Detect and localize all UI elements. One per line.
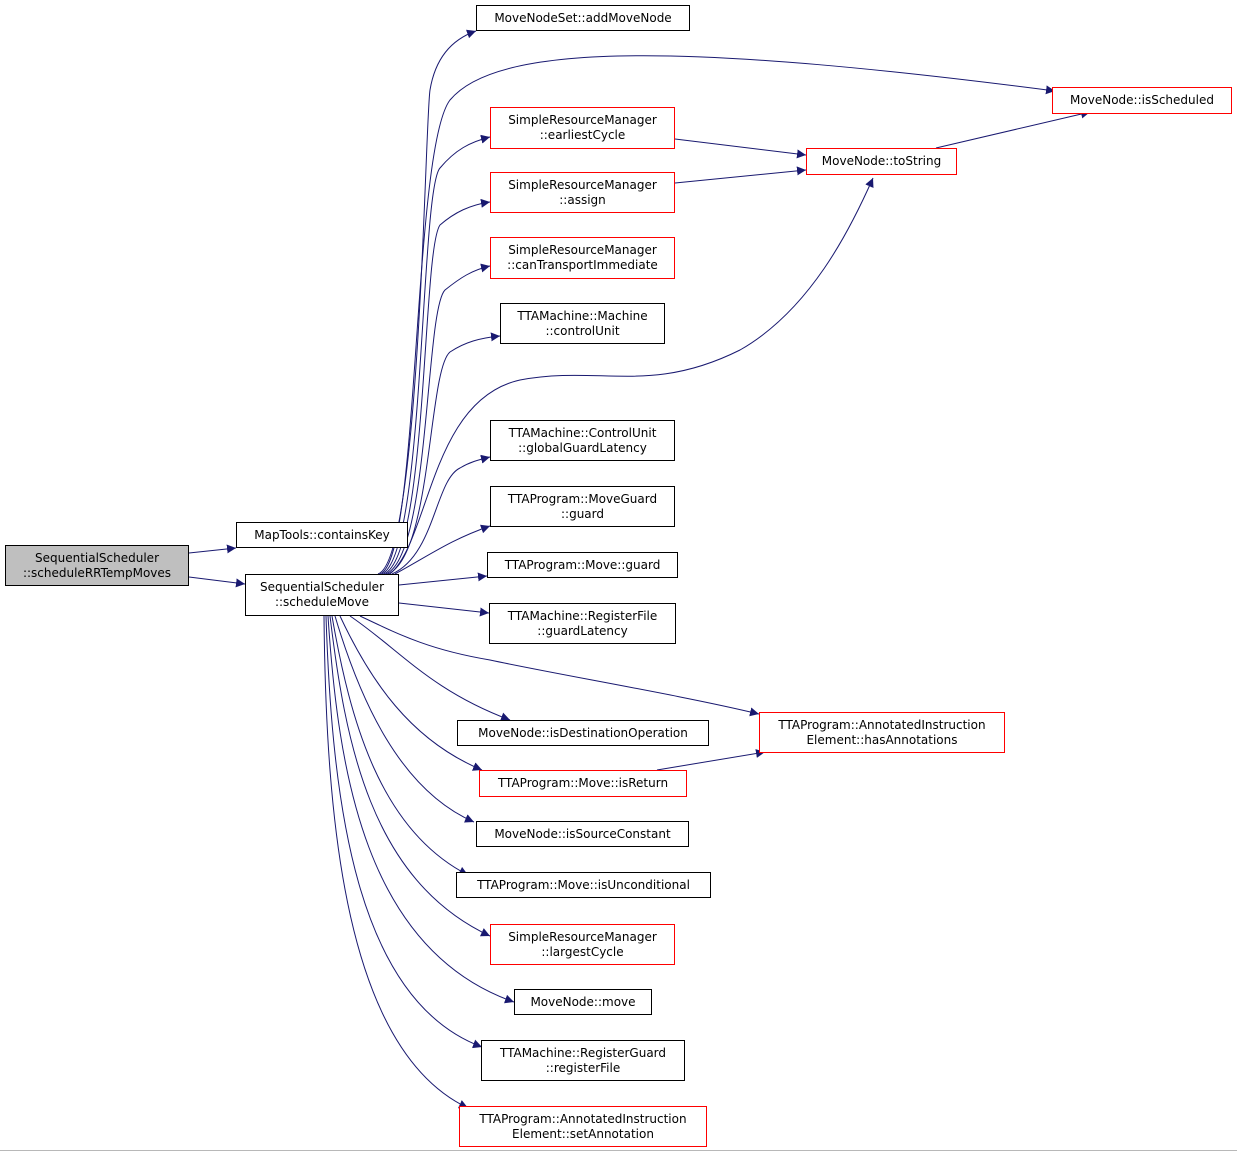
node-label: TTAProgram::AnnotatedInstruction [479,1111,687,1126]
edge-scheduleMove-isScheduled [379,55,1056,575]
bottom-divider [0,1150,1237,1151]
edge-scheduleMove-moveGuard [398,572,488,586]
edge-scheduleMove-isUnconditional [331,615,469,876]
node-label: ::scheduleMove [274,595,370,609]
node-label: Element::setAnnotation [512,1126,654,1141]
node-label: ::controlUnit [545,323,620,338]
node-label: TTAProgram::Move::guard [504,557,661,572]
node-label: ::assign [559,192,606,207]
edge-scheduleMove-toString [389,177,874,575]
node-move[interactable]: MoveNode::move [514,989,652,1015]
node-label: TTAProgram::Move::isReturn [497,776,669,790]
edge-isReturn-hasAnnotations [656,749,766,771]
edge-scheduleMove-moveGuardGuard [394,524,491,575]
node-label: ::canTransportImmediate [507,258,658,272]
node-moveGuardGuard[interactable]: TTAProgram::MoveGuard ::guard [490,486,675,527]
node-earliestCycle[interactable]: SimpleResourceManager ::earliestCycle [490,107,675,149]
edge-scheduleMove-earliestCycle [381,134,491,575]
node-scheduleMove[interactable]: SequentialScheduler ::scheduleMove [245,574,399,616]
edge-scheduleMove-isDestinationOperation [349,615,511,722]
node-moveGuard[interactable]: TTAProgram::Move::guard [487,552,678,578]
node-label: MapTools::containsKey [254,527,390,542]
node-isDestinationOperation[interactable]: MoveNode::isDestinationOperation [457,720,709,746]
edge-toString-isScheduled [935,109,1091,149]
node-label: MoveNode::move [530,994,636,1009]
node-label: MoveNode::isSourceConstant [494,826,671,841]
edge-scheduleMove-largestCycle [329,615,491,937]
edge-scheduleMove-guardLatency [398,602,490,617]
node-canTransportImmediate[interactable]: SimpleResourceManager ::canTransportImme… [490,237,675,279]
edge-scheduleMove-setAnnotation [323,615,469,1109]
node-registerFile[interactable]: TTAMachine::RegisterGuard ::registerFile [481,1040,685,1081]
node-label: ::guard [560,506,604,521]
node-label: MoveNodeSet::addMoveNode [494,10,672,25]
node-label: ::registerFile [545,1060,621,1075]
edge-scheduleMove-isSourceConstant [334,615,475,823]
node-label: TTAProgram::AnnotatedInstruction [778,717,986,732]
node-label: TTAMachine::Machine [517,308,648,323]
node-isUnconditional[interactable]: TTAProgram::Move::isUnconditional [456,872,711,898]
edge-assign-toString [674,166,807,184]
node-label: ::guardLatency [537,623,628,638]
edge-scheduleMove-canTransport [385,263,491,575]
node-label: SequentialScheduler [34,550,159,565]
node-isScheduled[interactable]: MoveNode::isScheduled [1052,87,1232,114]
node-controlUnit[interactable]: TTAMachine::Machine ::controlUnit [500,303,665,344]
edge-root-containsKey [188,544,237,554]
edge-scheduleMove-isReturn [339,615,483,771]
node-label: TTAProgram::Move::isUnconditional [477,877,690,892]
node-label: Element::hasAnnotations [806,732,958,747]
node-toString[interactable]: MoveNode::toString [806,148,957,175]
node-isReturn[interactable]: TTAProgram::Move::isReturn [479,770,687,797]
edge-scheduleMove-hasAnnotations [359,615,760,717]
node-guardLatency[interactable]: TTAMachine::RegisterFile ::guardLatency [489,603,676,644]
node-isSourceConstant[interactable]: MoveNode::isSourceConstant [476,821,689,847]
edge-scheduleMove-registerFile [325,615,483,1049]
node-containsKey[interactable]: MapTools::containsKey [236,522,408,548]
node-label: ::globalGuardLatency [518,440,647,455]
node-label: SimpleResourceManager [508,929,657,944]
node-label: TTAMachine::RegisterFile [507,608,658,623]
node-label: SimpleResourceManager [508,177,657,192]
node-globalGuardLatency[interactable]: TTAMachine::ControlUnit ::globalGuardLat… [490,420,675,461]
node-label: ::scheduleRRTempMoves [22,565,172,580]
node-setAnnotation[interactable]: TTAProgram::AnnotatedInstruction Element… [459,1106,707,1147]
node-label: TTAProgram::MoveGuard [507,491,658,506]
node-label: SimpleResourceManager [508,113,657,127]
node-label: ::earliestCycle [539,128,626,142]
node-label: ::largestCycle [541,944,624,959]
node-label: SimpleResourceManager [508,243,657,257]
node-hasAnnotations[interactable]: TTAProgram::AnnotatedInstruction Element… [759,712,1005,753]
edge-earliestCycle-toString [674,138,807,159]
node-label: TTAMachine::RegisterGuard [499,1045,667,1060]
node-label: MoveNode::isDestinationOperation [478,725,688,740]
node-label: TTAMachine::ControlUnit [508,425,657,440]
node-largestCycle[interactable]: SimpleResourceManager ::largestCycle [490,924,675,965]
node-root-scheduleRRTempMoves: SequentialScheduler ::scheduleRRTempMove… [5,545,189,586]
node-label: MoveNode::isScheduled [1070,93,1214,107]
node-label: MoveNode::toString [821,154,942,168]
node-addMoveNode[interactable]: MoveNodeSet::addMoveNode [476,5,690,31]
node-assign[interactable]: SimpleResourceManager ::assign [490,172,675,213]
edge-scheduleMove-addMoveNode [377,29,477,575]
edge-scheduleMove-globalGuardLatency [391,454,491,575]
edge-root-scheduleMove [188,576,246,588]
edge-scheduleMove-move [327,615,515,1004]
node-label: SequentialScheduler [259,580,384,594]
